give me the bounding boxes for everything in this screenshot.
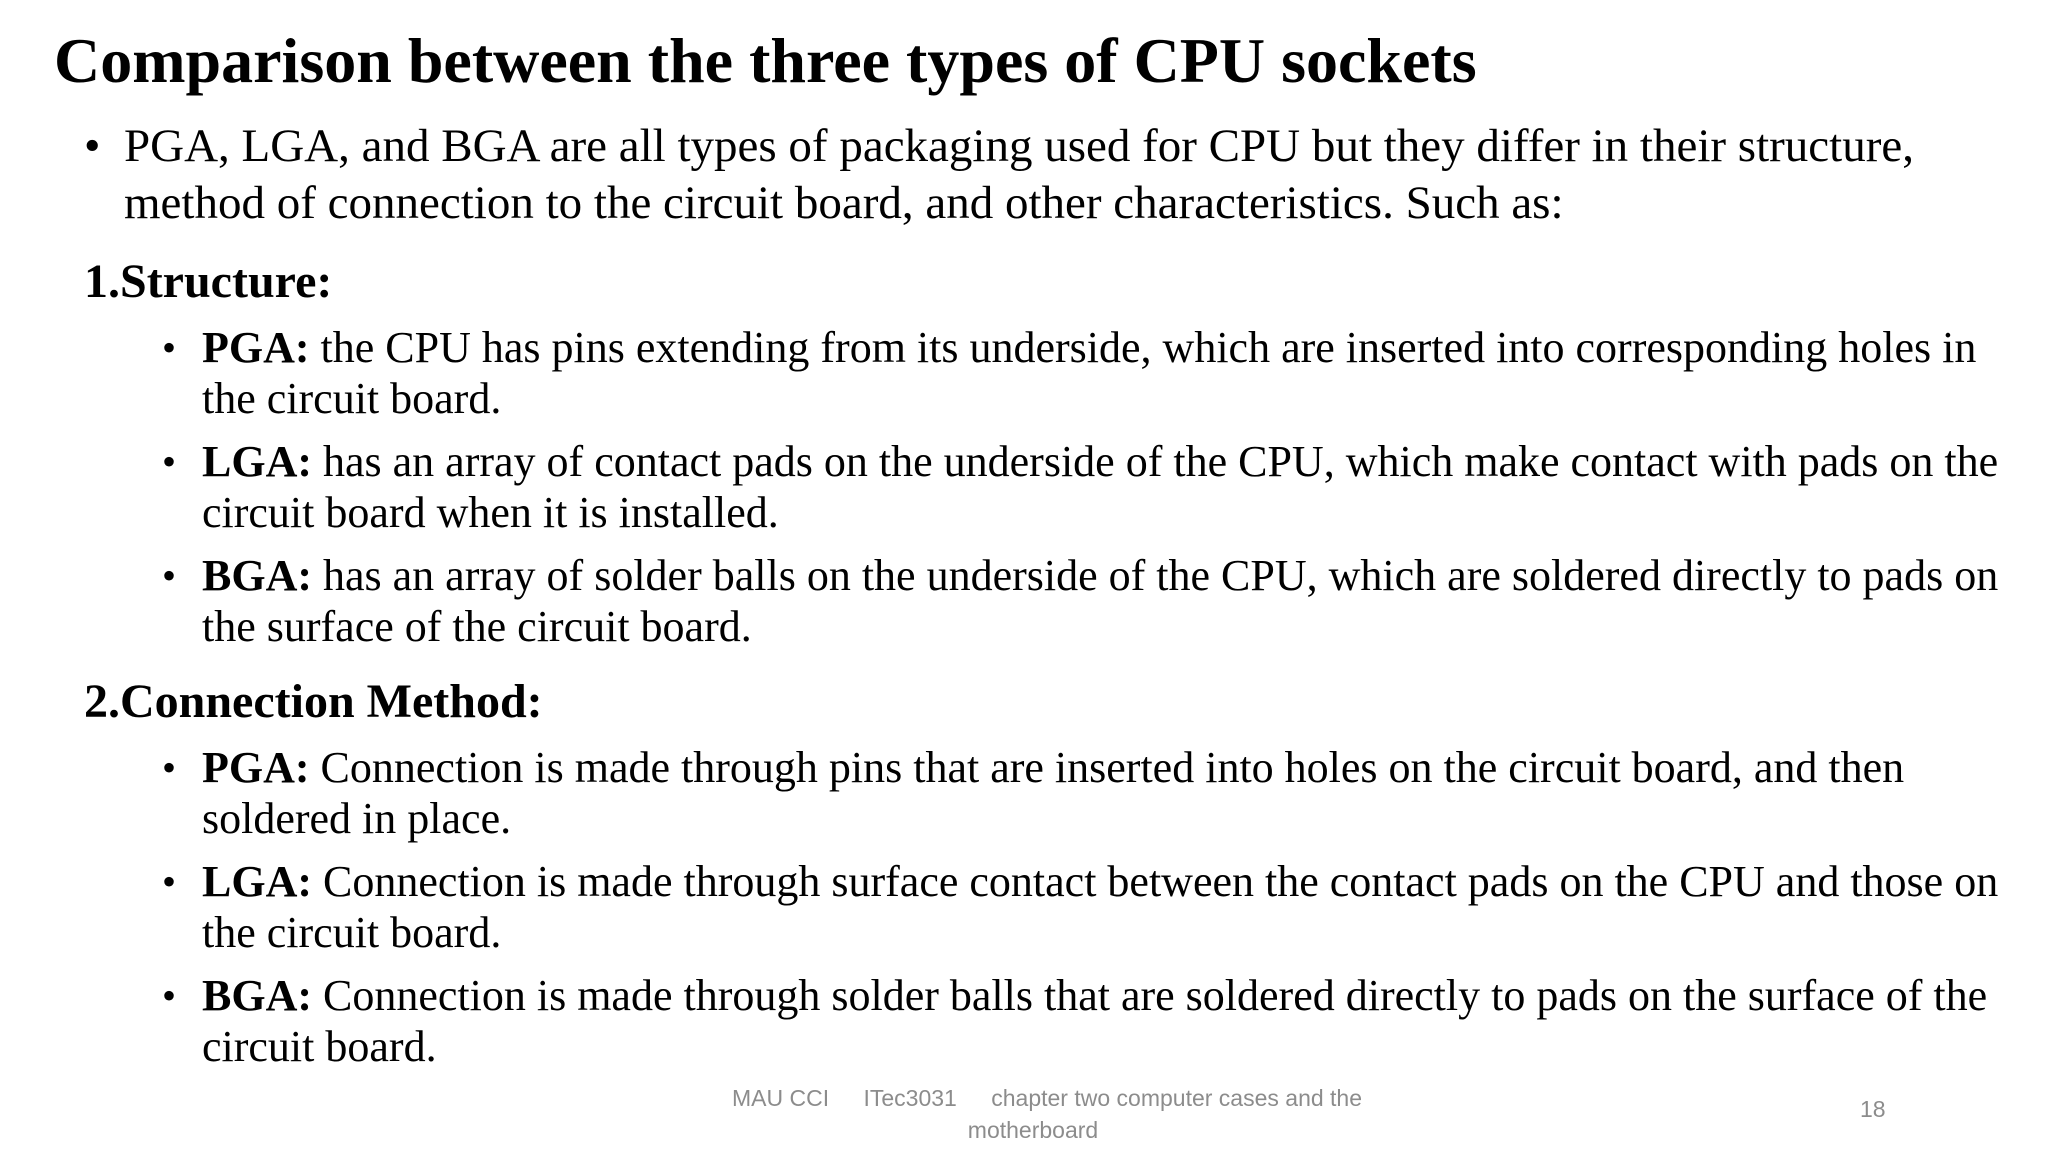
structure-list: • PGA: the CPU has pins extending from i… xyxy=(84,322,2024,652)
item-term: BGA: xyxy=(202,971,312,1020)
item-text: has an array of contact pads on the unde… xyxy=(202,437,1999,537)
bullet-icon: • xyxy=(162,439,177,484)
footer-chapter: chapter two computer cases and the mothe… xyxy=(967,1085,1363,1143)
bullet-icon: • xyxy=(162,973,177,1018)
bullet-icon: • xyxy=(162,553,177,598)
list-item: • PGA: Connection is made through pins t… xyxy=(162,742,2024,844)
list-item: • PGA: the CPU has pins extending from i… xyxy=(162,322,2024,424)
page-number: 18 xyxy=(1860,1096,1886,1122)
connection-method-list: • PGA: Connection is made through pins t… xyxy=(84,742,2024,1072)
item-text: has an array of solder balls on the unde… xyxy=(202,551,1999,651)
item-term: BGA: xyxy=(202,551,312,600)
item-term: LGA: xyxy=(202,857,312,906)
list-item: • LGA: Connection is made through surfac… xyxy=(162,856,2024,958)
intro-paragraph: • PGA, LGA, and BGA are all types of pac… xyxy=(84,118,2024,232)
item-text: Connection is made through pins that are… xyxy=(202,743,1905,843)
footer-course: ITec3031 xyxy=(863,1085,957,1111)
slide-content: • PGA, LGA, and BGA are all types of pac… xyxy=(84,118,2024,1092)
slide-footer: MAU CCI ITec3031 chapter two computer ca… xyxy=(680,1082,1400,1146)
section-heading-connection-method: 2.Connection Method: xyxy=(84,675,543,728)
item-term: PGA: xyxy=(202,743,310,792)
list-item: • BGA: Connection is made through solder… xyxy=(162,970,2024,1072)
footer-institution: MAU CCI xyxy=(731,1085,830,1111)
section-heading-structure: 1.Structure: xyxy=(84,255,333,308)
list-item: • BGA: has an array of solder balls on t… xyxy=(162,550,2024,652)
item-text: Connection is made through solder balls … xyxy=(202,971,1988,1071)
item-term: LGA: xyxy=(202,437,312,486)
bullet-icon: • xyxy=(162,859,177,904)
intro-text: PGA, LGA, and BGA are all types of packa… xyxy=(124,120,1914,229)
bullet-icon: • xyxy=(84,120,101,172)
item-term: PGA: xyxy=(202,323,310,372)
bullet-icon: • xyxy=(162,325,177,370)
item-text: the CPU has pins extending from its unde… xyxy=(202,323,1977,423)
slide-title: Comparison between the three types of CP… xyxy=(54,25,1477,96)
list-item: • LGA: has an array of contact pads on t… xyxy=(162,436,2024,538)
bullet-icon: • xyxy=(162,745,177,790)
item-text: Connection is made through surface conta… xyxy=(202,857,1999,957)
